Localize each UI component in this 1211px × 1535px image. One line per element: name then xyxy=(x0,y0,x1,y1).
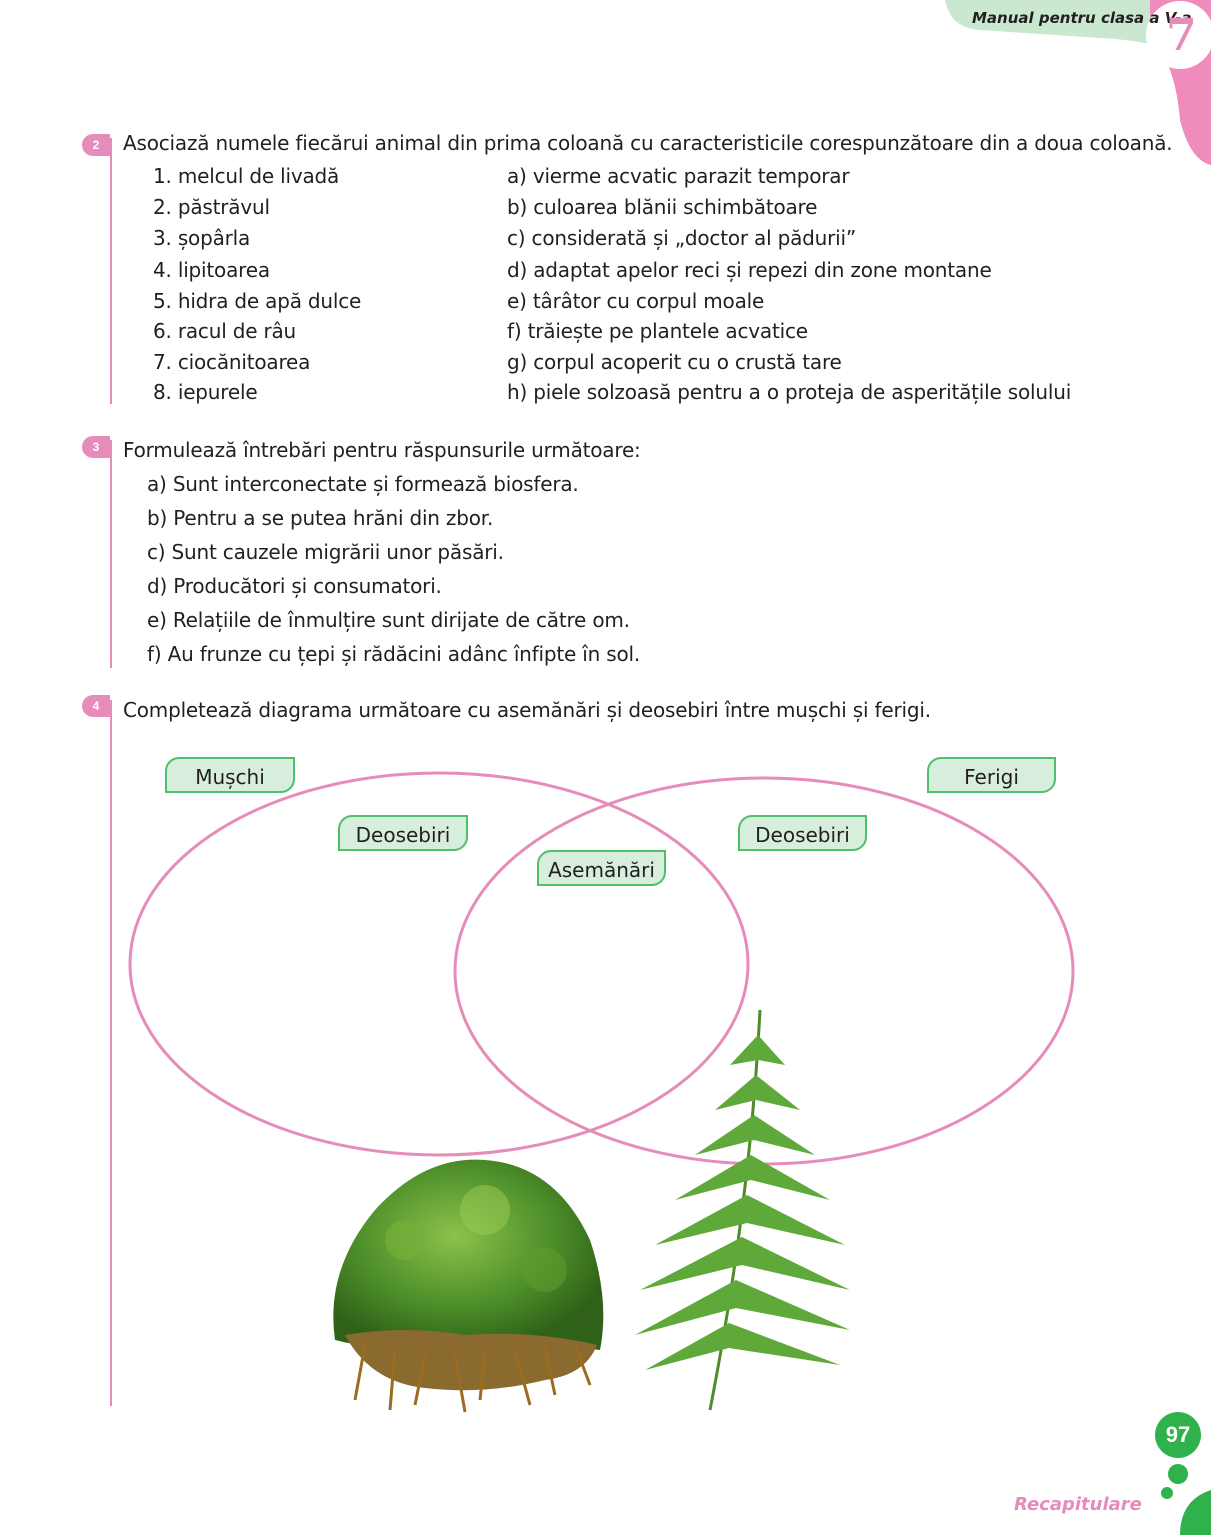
exercise-3-rule xyxy=(110,440,112,668)
left-item: 3. șopârla xyxy=(153,226,251,250)
right-item: c) considerată și „doctor al pădurii” xyxy=(507,226,857,250)
right-item: d) adaptat apelor reci și repezi din zon… xyxy=(507,258,992,282)
exercise-4-prompt: Completează diagrama următoare cu asemăn… xyxy=(123,698,931,722)
exercise-4-number: 4 xyxy=(82,695,110,717)
answer-item: c) Sunt cauzele migrării unor păsări. xyxy=(147,540,504,564)
footer-decoration xyxy=(1155,1412,1211,1535)
answer-item: b) Pentru a se putea hrăni din zbor. xyxy=(147,506,494,530)
answer-item: d) Producători și consumatori. xyxy=(147,574,442,598)
moss-image xyxy=(333,1159,604,1413)
manual-title: Manual pentru clasa a V-a xyxy=(972,9,1192,27)
right-item: h) piele solzoasă pentru a o proteja de … xyxy=(507,380,1072,404)
left-ellipse xyxy=(128,771,750,1157)
exercise-2-rule xyxy=(110,138,112,404)
exercise-2-prompt: Asociază numele fiecărui animal din prim… xyxy=(123,131,1173,155)
left-item: 4. lipitoarea xyxy=(153,258,270,282)
left-item: 8. iepurele xyxy=(153,380,258,404)
label-deosebiri-left: Deosebiri xyxy=(338,815,468,851)
exercise-3-number: 3 xyxy=(82,436,110,458)
page-number: 97 xyxy=(1165,1422,1191,1447)
label-asemanari: Asemănări xyxy=(537,850,666,886)
right-item: g) corpul acoperit cu o crustă tare xyxy=(507,350,842,374)
right-item: b) culoarea blănii schimbătoare xyxy=(507,195,818,219)
label-ferigi: Ferigi xyxy=(927,757,1056,793)
fern-image xyxy=(635,1009,850,1411)
section-title: Recapitulare xyxy=(1014,1494,1142,1515)
right-item: f) trăiește pe plantele acvatice xyxy=(507,319,808,343)
right-item: a) vierme acvatic parazit temporar xyxy=(507,164,850,188)
left-item: 6. racul de râu xyxy=(153,319,297,343)
label-muschi: Mușchi xyxy=(165,757,295,793)
label-deosebiri-right: Deosebiri xyxy=(738,815,867,851)
right-item: e) târâtor cu corpul moale xyxy=(507,289,765,313)
exercise-3-prompt: Formulează întrebări pentru răspunsurile… xyxy=(123,438,641,462)
answer-item: a) Sunt interconectate și formează biosf… xyxy=(147,472,579,496)
answer-item: e) Relațiile de înmulțire sunt dirijate … xyxy=(147,608,630,632)
exercise-2-number: 2 xyxy=(82,134,110,156)
answer-item: f) Au frunze cu țepi și rădăcini adânc î… xyxy=(147,642,641,666)
left-item: 7. ciocănitoarea xyxy=(153,350,311,374)
left-item: 5. hidra de apă dulce xyxy=(153,289,362,313)
chapter-number: 7 xyxy=(1166,10,1197,61)
header-decoration xyxy=(945,0,1211,165)
left-item: 2. păstrăvul xyxy=(153,195,270,219)
exercise-4-rule xyxy=(110,700,112,1406)
left-item: 1. melcul de livadă xyxy=(153,164,340,188)
